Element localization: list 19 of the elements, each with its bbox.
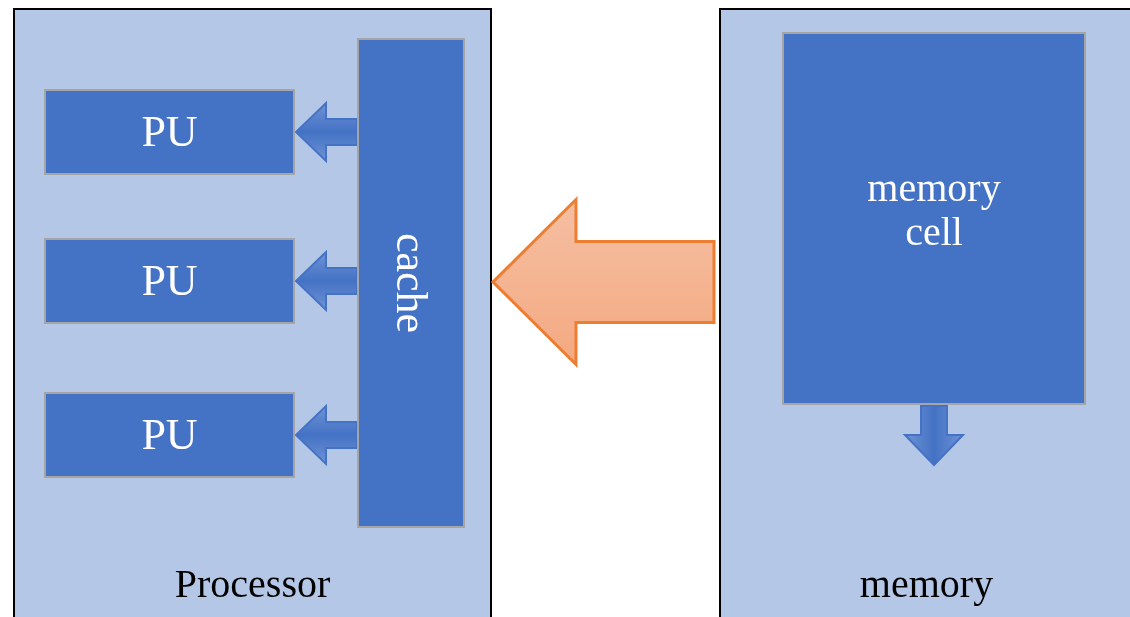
box-label: memory cell — [866, 166, 1002, 254]
processing-unit-box — [44, 89, 295, 175]
cache-bar — [357, 38, 465, 528]
memory-cell-box — [782, 32, 1086, 405]
panel-label: memory — [858, 562, 995, 606]
panel-label: Processor — [173, 562, 332, 606]
box-label: PU — [141, 256, 198, 306]
memory-panel — [719, 8, 1130, 617]
box-label: PU — [141, 410, 198, 460]
block-arrow — [294, 100, 358, 164]
block-arrow — [294, 403, 358, 467]
processor-panel — [13, 8, 492, 617]
block-arrow — [490, 195, 716, 369]
box-label: cache — [386, 232, 436, 334]
processing-unit-box — [44, 238, 295, 324]
block-arrow — [294, 249, 358, 313]
block-arrow — [902, 405, 966, 467]
box-label: PU — [141, 107, 198, 157]
processing-unit-box — [44, 392, 295, 478]
